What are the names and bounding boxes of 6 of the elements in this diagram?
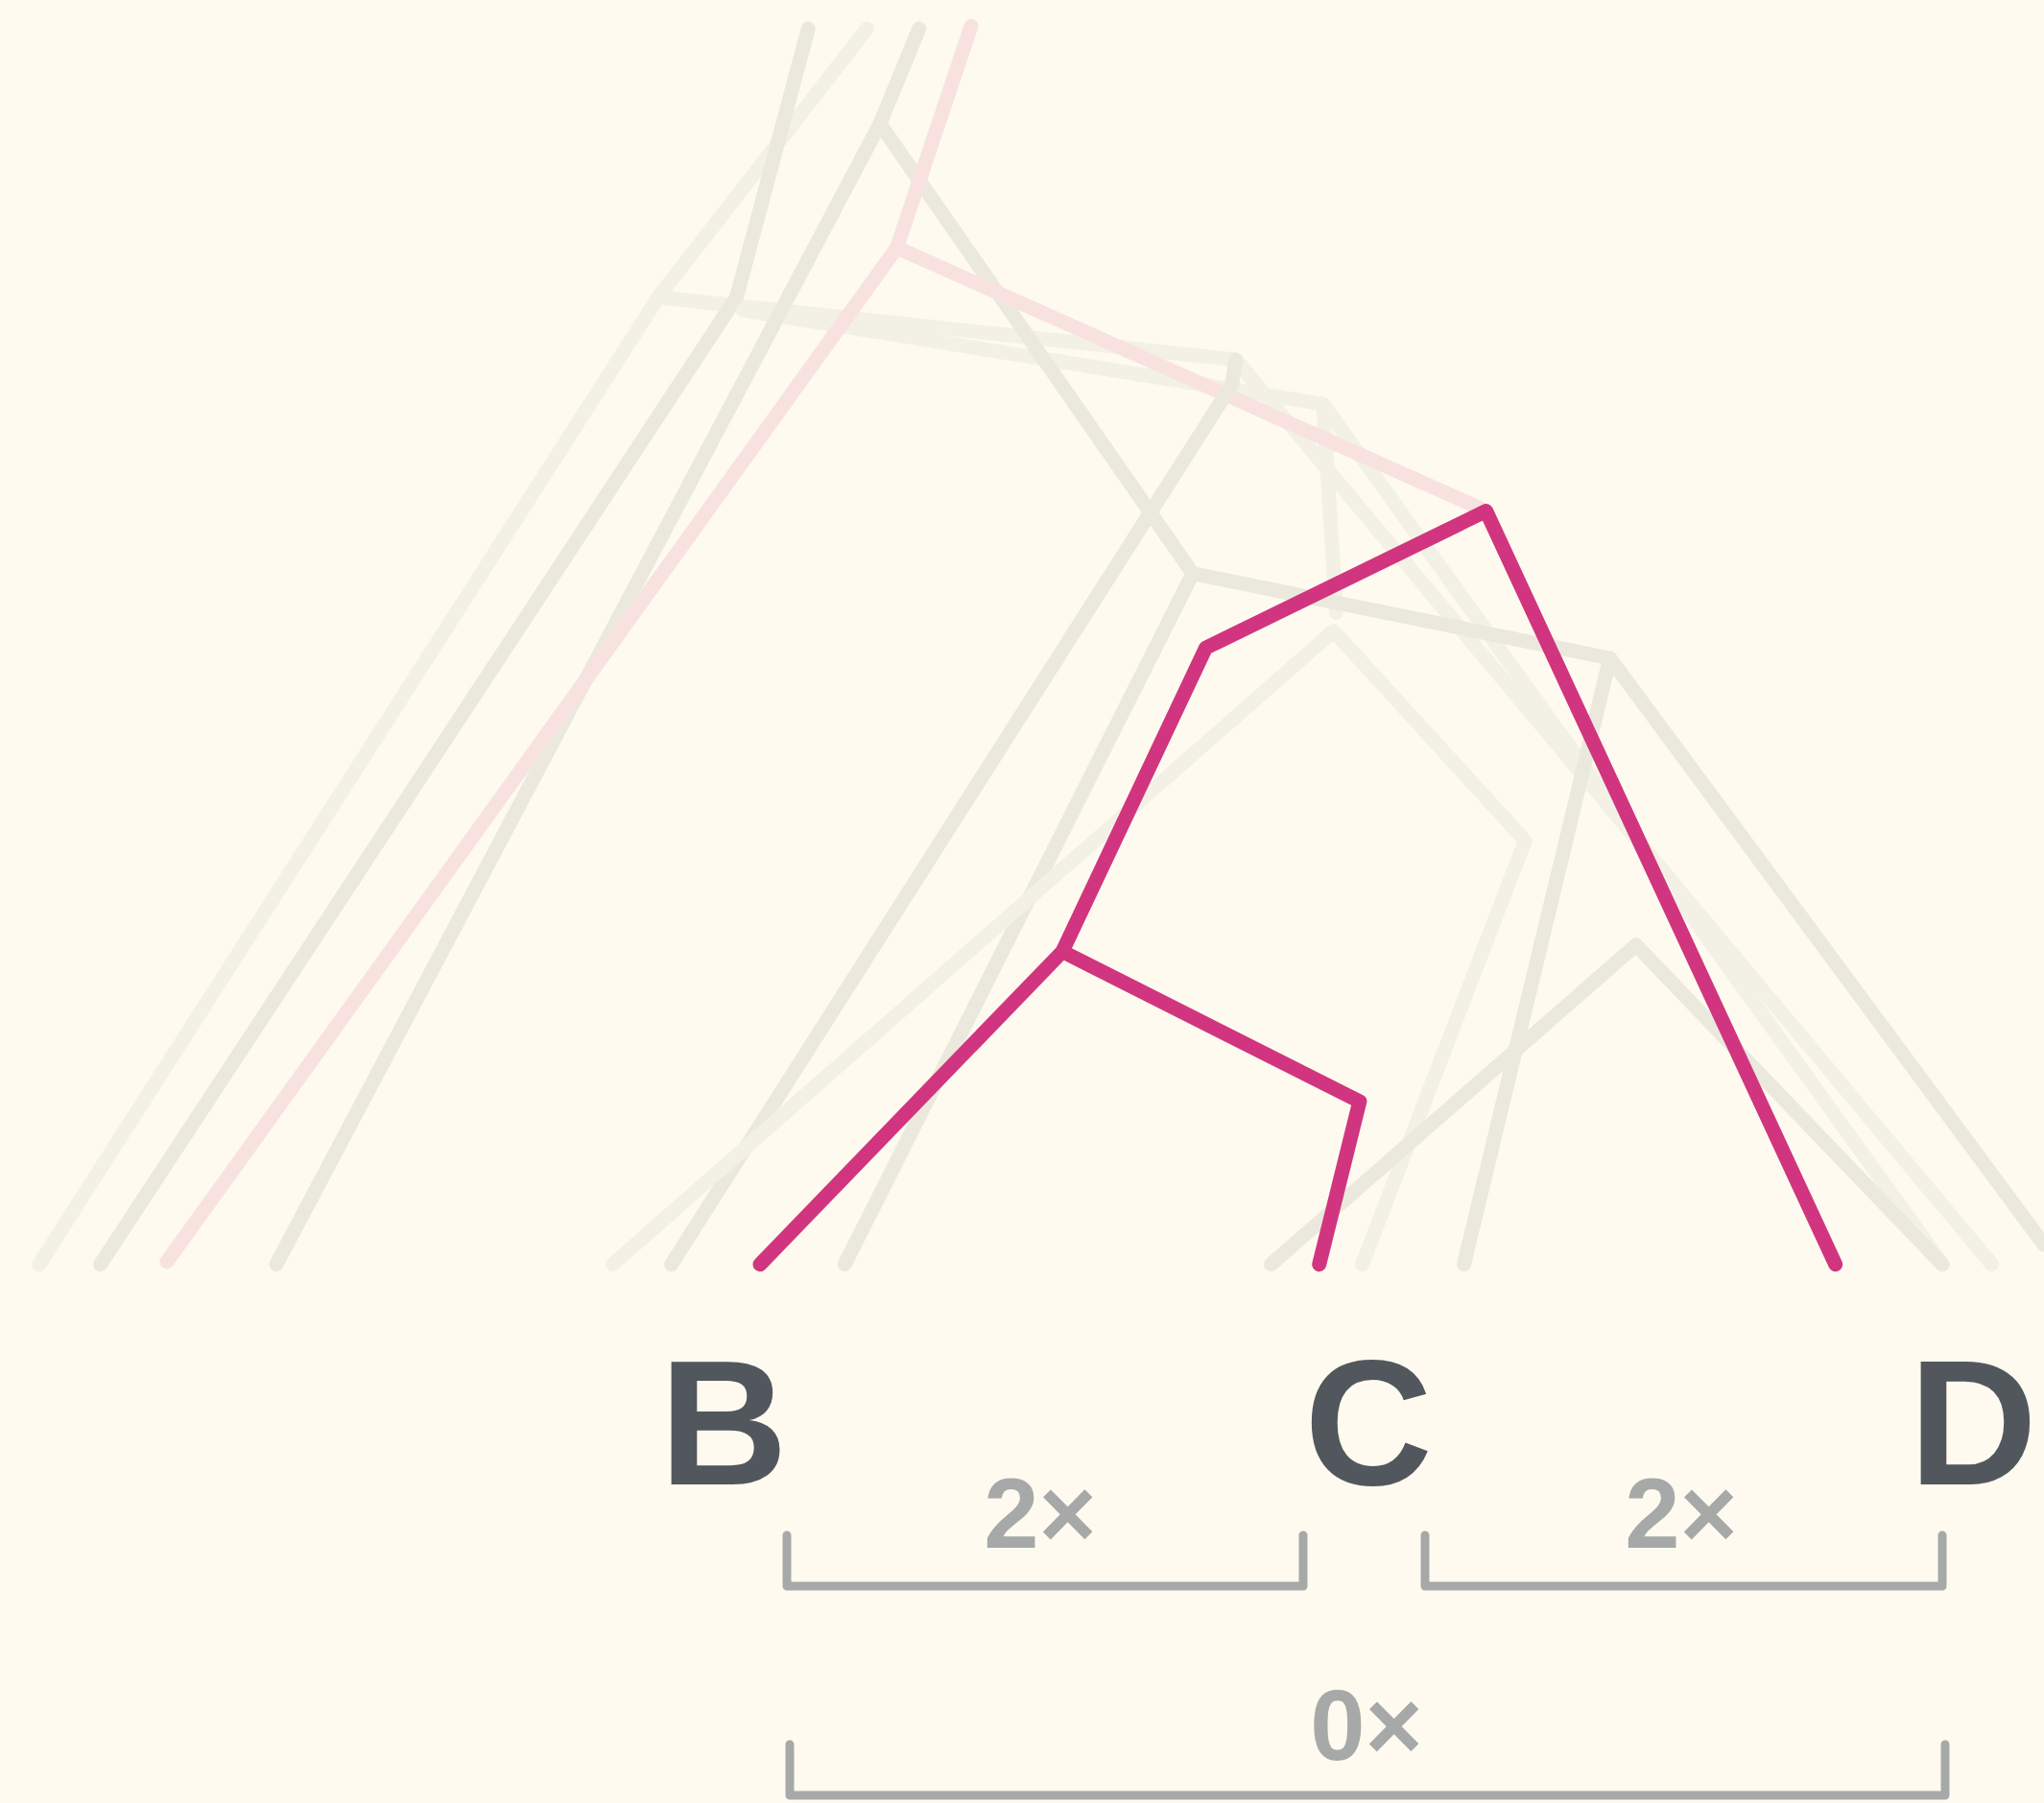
distance-label: 2× [984, 1464, 1097, 1563]
distance-label: 0× [1310, 1676, 1423, 1775]
leaf-label: C [1304, 1335, 1433, 1512]
distance-label: 2× [1625, 1464, 1738, 1563]
leaf-label: B [659, 1335, 788, 1512]
leaf-label: D [1909, 1335, 2037, 1512]
